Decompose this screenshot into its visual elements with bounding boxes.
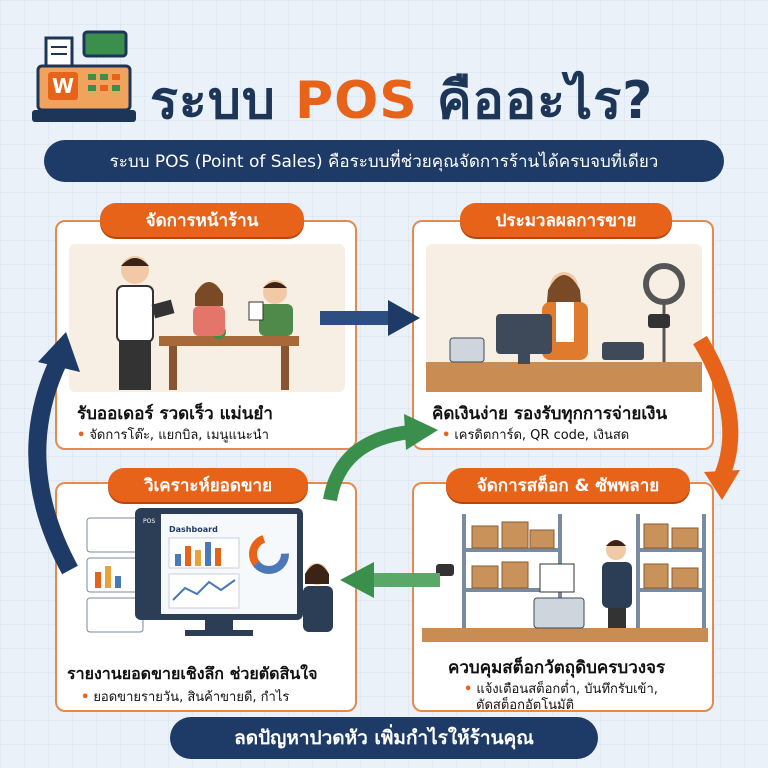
panel-front-bullet: •จัดการโต๊ะ, แยกบิล, เมนูแนะนำ [77,428,269,443]
dashboard-title: Dashboard [169,525,218,534]
panel-front-headline: รับออเดอร์ รวดเร็ว แม่นยำ [77,404,273,424]
panel-stock-bullet: •แจ้งเตือนสต็อกต่ำ, บันทึกรับเข้า, [464,682,658,697]
dashboard-brand: POS [143,518,156,525]
panel-analytics-label: วิเคราะห์ยอดขาย [108,468,308,502]
warehouse-illustration [422,504,708,642]
checkout-illustration [426,244,702,392]
arrow-curve-down-icon [693,335,740,500]
panel-stock-supply: ควบคุมสต็อกวัตถุดิบครบวงจร •แจ้งเตือนสต็… [412,482,714,713]
arrow-curve-up-icon [28,332,80,575]
panel-sales-headline: คิดเงินง่าย รองรับทุกการจ่ายเงิน [432,404,668,424]
panel-stock-bullet-continued: ตัดสต็อกอัตโนมัติ [476,698,575,713]
panel-sales-processing: คิดเงินง่าย รองรับทุกการจ่ายเงิน •เครดิต… [412,220,714,450]
arrow-right-icon [320,300,420,336]
arrow-left-icon [340,562,440,598]
dashboard-illustration: POS Dashboard [65,504,351,642]
restaurant-illustration [69,244,345,392]
panel-sales-label: ประมวลผลการขาย [460,203,672,237]
bottom-banner: ลดปัญหาปวดหัว เพิ่มกำไรให้ร้านคุณ [170,717,598,759]
subtitle-bar: ระบบ POS (Point of Sales) คือระบบที่ช่วย… [44,140,724,182]
arrow-curve-up-green-icon [323,414,438,502]
logo-letter: W [48,72,78,100]
panel-sales-bullet: •เครดิตการ์ด, QR code, เงินสด [442,428,630,443]
panel-analytics-headline: รายงานยอดขายเชิงลึก ช่วยตัดสินใจ [67,664,318,683]
cash-register-icon: W [28,30,140,126]
panel-sales-analytics: POS Dashboard รายงานยอดขายเชิงลึก ช่วยตั… [55,482,357,712]
panel-analytics-bullet: •ยอดขายรายวัน, สินค้าขายดี, กำไร [81,690,290,705]
panel-front-label: จัดการหน้าร้าน [100,203,304,237]
panel-stock-headline: ควบคุมสต็อกวัตถุดิบครบวงจร [448,658,666,678]
page-title: ระบบ POS คืออะไร? [150,71,654,131]
panel-front-of-house: รับออเดอร์ รวดเร็ว แม่นยำ •จัดการโต๊ะ, แ… [55,220,357,450]
panel-stock-label: จัดการสต็อก & ซัพพลาย [446,468,690,502]
